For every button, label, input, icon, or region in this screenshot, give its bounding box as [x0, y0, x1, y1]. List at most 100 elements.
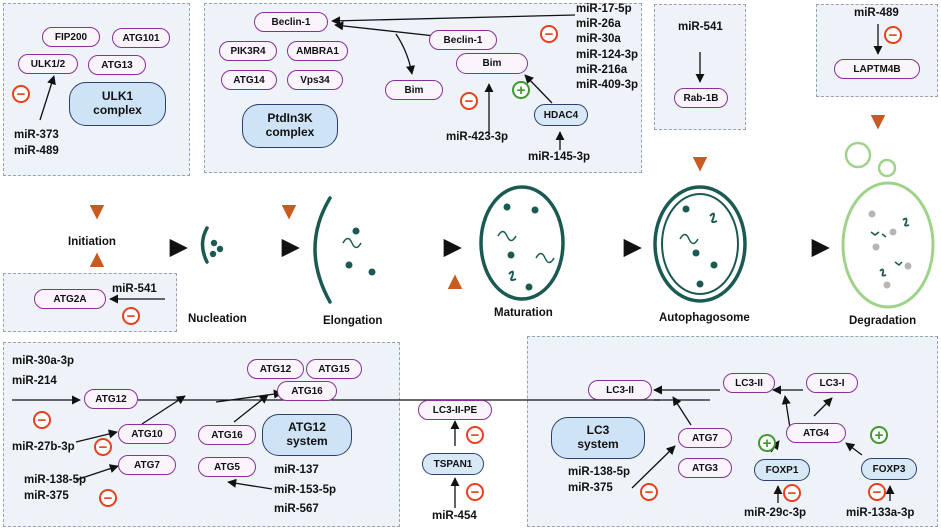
mirna-133a-3p: miR-133a-3p [846, 507, 915, 519]
protein-bim: Bim [385, 80, 443, 100]
protein-lc3-ii: LC3-II [588, 380, 652, 400]
mirna-214: miR-214 [12, 374, 57, 387]
stage-elongation: Elongation [323, 315, 383, 327]
mirna-216a: miR-216a [576, 63, 628, 76]
protein-atg16: ATG16 [277, 381, 337, 401]
mirna-409-3p: miR-409-3p [576, 78, 638, 91]
mirna-26a: miR-26a [576, 18, 621, 31]
mirna-489: miR-489 [14, 144, 59, 157]
inhibit-icon: − [99, 489, 117, 507]
mirna-567: miR-567 [274, 503, 319, 516]
mirna-454: miR-454 [432, 510, 477, 522]
protein-vps34: Vps34 [287, 70, 343, 90]
inhibit-icon: − [640, 483, 658, 501]
mirna-489-laptm: miR-489 [854, 7, 899, 19]
mirna-153-5p: miR-153-5p [274, 483, 336, 496]
degradation-lysosome [841, 141, 935, 309]
protein-ulk1-2: ULK1/2 [18, 54, 78, 74]
mirna-27b-3p: miR-27b-3p [12, 441, 75, 453]
stage-maturation: Maturation [494, 307, 553, 319]
protein-atg12-b: ATG12 [247, 359, 304, 379]
inhibit-icon: − [12, 85, 30, 103]
orange-arrows [89, 100, 886, 394]
protein-foxp1: FOXP1 [754, 459, 810, 481]
stage-degradation: Degradation [849, 315, 917, 327]
protein-atg15: ATG15 [306, 359, 362, 379]
mirna-124-3p: miR-124-3p [576, 48, 638, 61]
protein-laptm4b: LAPTM4B [834, 59, 920, 79]
mirna-list-beclin: miR-17-5p miR-26a miR-30a miR-124-3p miR… [576, 2, 638, 93]
autophagosome-vesicle [653, 185, 747, 303]
inhibit-icon: − [540, 25, 558, 43]
maturation-vesicle [479, 185, 565, 301]
inhibit-icon: − [884, 26, 902, 44]
promote-icon: + [870, 426, 888, 444]
mirna-137: miR-137 [274, 464, 319, 476]
mirna-541-atg2a: miR-541 [112, 283, 157, 295]
mirna-list-atg12: miR-30a-3p miR-214 [12, 352, 74, 391]
inhibit-icon: − [94, 438, 112, 456]
protein-atg101: ATG101 [112, 28, 170, 48]
promote-icon: + [512, 81, 530, 99]
protein-beclin-1-b: Beclin-1 [429, 30, 497, 50]
inhibit-icon: − [466, 426, 484, 444]
mirna-list-atg7: miR-138-5p miR-375 [24, 473, 86, 505]
inhibit-icon: − [33, 411, 51, 429]
lc3-system: LC3 system [551, 417, 645, 459]
protein-bim-b: Bim [456, 53, 528, 74]
mirna-375: miR-375 [24, 489, 69, 502]
mirna-375-lc3: miR-375 [568, 481, 613, 494]
mirna-373: miR-373 [14, 129, 59, 141]
protein-ambra1: AMBRA1 [287, 41, 348, 61]
inhibit-icon: − [868, 483, 886, 501]
mirna-138-5p-lc3: miR-138-5p [568, 466, 630, 478]
protein-atg2a: ATG2A [34, 289, 106, 309]
protein-atg4: ATG4 [786, 423, 846, 443]
inhibit-icon: − [122, 307, 140, 325]
protein-hdac4: HDAC4 [534, 104, 588, 126]
elongation-phagophore [313, 196, 376, 304]
inhibit-icon: − [460, 92, 478, 110]
mirna-list-ulk1: miR-373 miR-489 [14, 128, 59, 160]
protein-lc3-i: LC3-I [806, 373, 858, 393]
mirna-list-atg7-lc3: miR-138-5p miR-375 [568, 465, 630, 497]
protein-atg7: ATG7 [118, 455, 176, 475]
protein-foxp3: FOXP3 [861, 458, 917, 480]
inhibit-icon: − [466, 483, 484, 501]
protein-atg3: ATG3 [678, 458, 732, 478]
mirna-138-5p: miR-138-5p [24, 474, 86, 486]
mirna-30a-3p: miR-30a-3p [12, 355, 74, 367]
protein-fip200: FIP200 [42, 27, 100, 47]
mirna-17-5p: miR-17-5p [576, 3, 632, 15]
atg12-system: ATG12 system [262, 414, 352, 456]
protein-atg7-lc3: ATG7 [678, 428, 732, 448]
mirna-30a: miR-30a [576, 33, 621, 46]
promote-icon: + [758, 434, 776, 452]
ulk1-complex: ULK1 complex [69, 82, 166, 126]
mirna-145-3p: miR-145-3p [528, 151, 590, 163]
protein-rab-1b: Rab-1B [674, 88, 728, 108]
stage-nucleation: Nucleation [188, 313, 247, 325]
inhibit-icon: − [783, 484, 801, 502]
stage-initiation: Initiation [68, 236, 116, 248]
protein-tspan1: TSPAN1 [422, 453, 484, 475]
mirna-423-3p: miR-423-3p [446, 131, 508, 143]
protein-atg16-b: ATG16 [198, 425, 256, 445]
nucleation-phagophore [200, 226, 224, 264]
mirna-29c-3p: miR-29c-3p [744, 507, 806, 519]
protein-atg12: ATG12 [84, 389, 138, 409]
protein-lc3-ii-b: LC3-II [723, 373, 775, 393]
protein-atg14: ATG14 [221, 70, 277, 90]
stage-autophagosome: Autophagosome [659, 312, 750, 324]
ptdin3k-complex: PtdIn3K complex [242, 104, 338, 148]
mirna-list-atg5: miR-137 miR-153-5p miR-567 [274, 461, 336, 520]
mirna-541-rab: miR-541 [678, 21, 723, 33]
protein-lc3-ii-pe: LC3-II-PE [418, 400, 492, 420]
protein-beclin-1: Beclin-1 [254, 12, 328, 32]
protein-pik3r4: PIK3R4 [219, 41, 277, 61]
protein-atg13: ATG13 [88, 55, 146, 75]
protein-atg10: ATG10 [118, 424, 176, 444]
protein-atg5: ATG5 [198, 457, 256, 477]
